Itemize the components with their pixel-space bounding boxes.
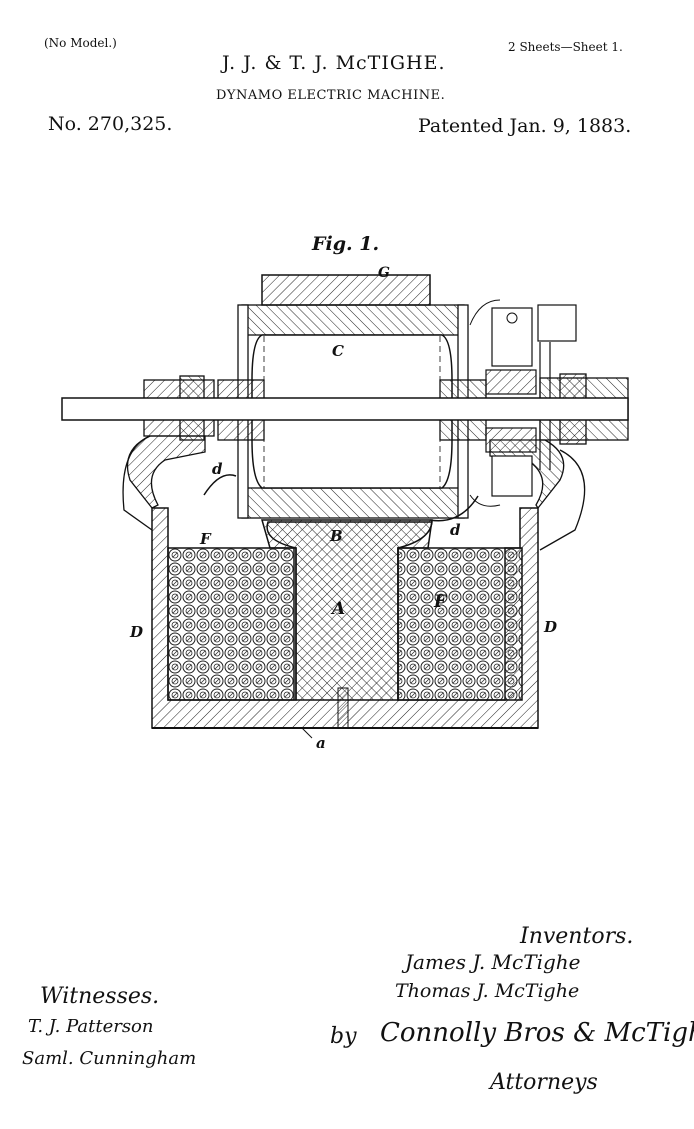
by-word: by [330, 1024, 357, 1049]
main-shaft [61, 397, 629, 421]
label-a-base: a [316, 734, 326, 752]
wire-d-left [203, 474, 237, 496]
inventors-title: J. J. & T. J. McTIGHE. [222, 52, 446, 74]
base-bolt [337, 687, 349, 729]
attorneys-heading: Attorneys [490, 1070, 598, 1095]
armature-g [237, 274, 469, 519]
inventor-1-signature: James J. McTighe [405, 950, 581, 974]
figure-caption: Fig. 1. [311, 233, 379, 255]
label-d-left: D [129, 623, 143, 641]
label-d-right: D [543, 618, 557, 636]
inventors-heading: Inventors. [520, 924, 634, 949]
label-b: B [329, 527, 343, 545]
label-d-wire-right: d [450, 521, 461, 539]
no-model-note: (No Model.) [44, 36, 117, 50]
label-f-left: F [199, 530, 212, 548]
wire-d-right [429, 495, 479, 522]
patent-date: Patented Jan. 9, 1883. [418, 115, 632, 137]
commutator-brushes [469, 299, 577, 507]
attorney-firm-signature: Connolly Bros & McTigh [380, 1018, 694, 1048]
label-d-wire-left: d [212, 460, 223, 478]
witness-1-signature: T. J. Patterson [28, 1016, 154, 1037]
witness-2-signature: Saml. Cunningham [22, 1048, 197, 1069]
label-g: G [378, 265, 390, 281]
witnesses-heading: Witnesses. [40, 984, 160, 1009]
sheet-count: 2 Sheets—Sheet 1. [508, 40, 623, 54]
label-a-core: A [330, 599, 345, 619]
field-coil-left [167, 547, 295, 701]
inventor-2-signature: Thomas J. McTighe [395, 980, 580, 1002]
invention-title: DYNAMO ELECTRIC MACHINE. [216, 88, 446, 103]
field-coil-right [397, 547, 523, 701]
patent-number: No. 270,325. [48, 113, 173, 135]
label-f-right: F [433, 592, 448, 612]
label-c: C [332, 342, 344, 360]
